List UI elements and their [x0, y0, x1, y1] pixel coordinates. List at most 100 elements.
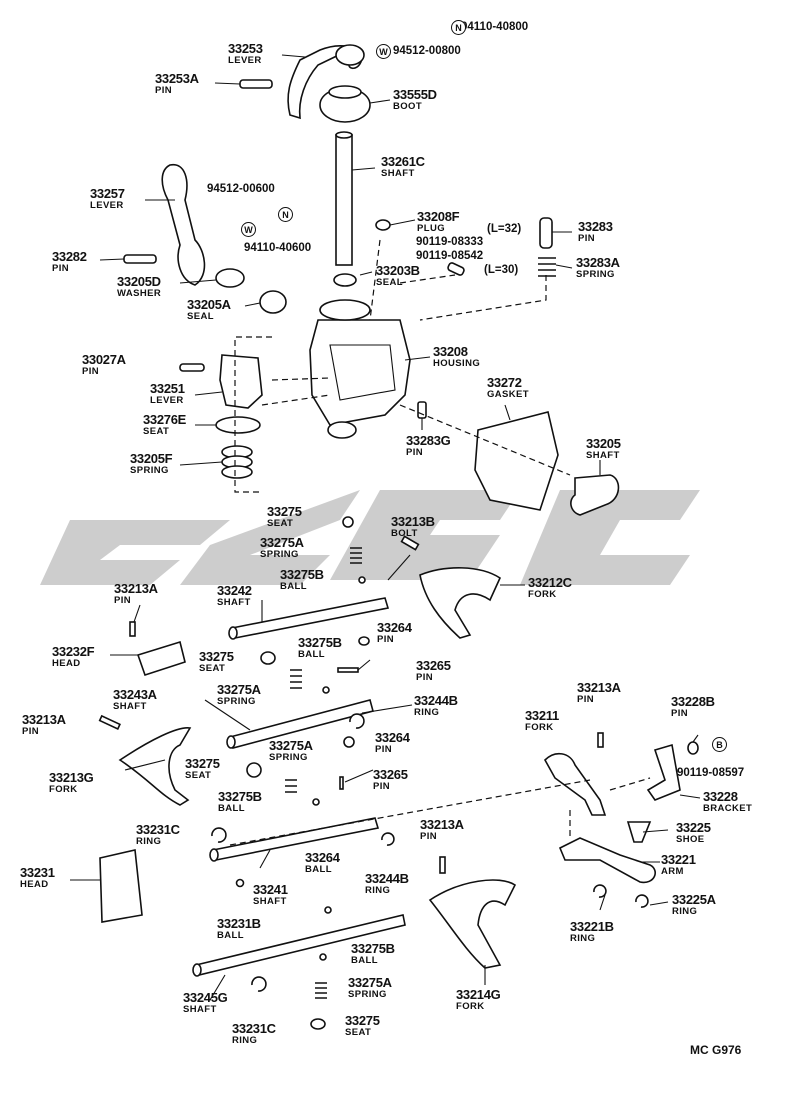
part-bracket-228: [646, 743, 681, 801]
code-94512-00800: 94512-00800: [393, 45, 461, 57]
b-badge-icon: B: [712, 737, 727, 752]
n-badge-icon: N: [451, 20, 466, 35]
part-shaft-241: [209, 817, 380, 862]
part-washer-205d: [215, 268, 245, 288]
code-90119-08542: 90119-08542: [416, 250, 484, 262]
part-lever-251: [219, 354, 263, 409]
part-head-231: [99, 849, 143, 923]
part-pin-283: [539, 217, 553, 249]
part-plug-208f: [375, 219, 391, 231]
part-fork-214g: [428, 879, 517, 969]
part-seal-203b: [333, 273, 357, 287]
part-fork-211: [544, 752, 607, 816]
code-94512-00600: 94512-00600: [207, 183, 275, 195]
part-pin-283g: [417, 401, 427, 419]
part-seat-276e: [215, 416, 261, 434]
code-90119-08597: 90119-08597: [677, 767, 745, 779]
part-shaft-205: [570, 474, 620, 516]
code-90119-08333: 90119-08333: [416, 236, 484, 248]
small-parts: [98, 516, 699, 1030]
leader-lines: [70, 54, 701, 1001]
part-gasket-272: [474, 411, 559, 511]
part-arm-221: [558, 837, 656, 884]
assembly-lines: [229, 239, 651, 846]
part-shaft-245g: [192, 914, 406, 977]
part-seal-205a: [259, 290, 287, 314]
watermark-logo: [40, 490, 700, 585]
code-94110-40800: 94110-40800: [461, 21, 529, 33]
part-pin-027a: [179, 363, 205, 372]
part-fork-212c: [419, 567, 502, 639]
part-fork-213g: [118, 727, 192, 806]
part-lever-top: [287, 44, 365, 120]
diagram-code: MC G976: [690, 1043, 742, 1057]
part-shaft-261c: [335, 131, 353, 266]
part-pin-282: [123, 254, 157, 264]
part-boot: [319, 85, 371, 123]
n-badge-icon: N: [278, 207, 293, 222]
code-l30: (L=30): [484, 264, 519, 276]
part-bolt-small: [447, 262, 465, 276]
part-pin-253a: [239, 79, 273, 89]
w-badge-icon: W: [376, 44, 391, 59]
part-spring-205f: [221, 445, 253, 479]
part-shaft-242: [228, 597, 390, 640]
